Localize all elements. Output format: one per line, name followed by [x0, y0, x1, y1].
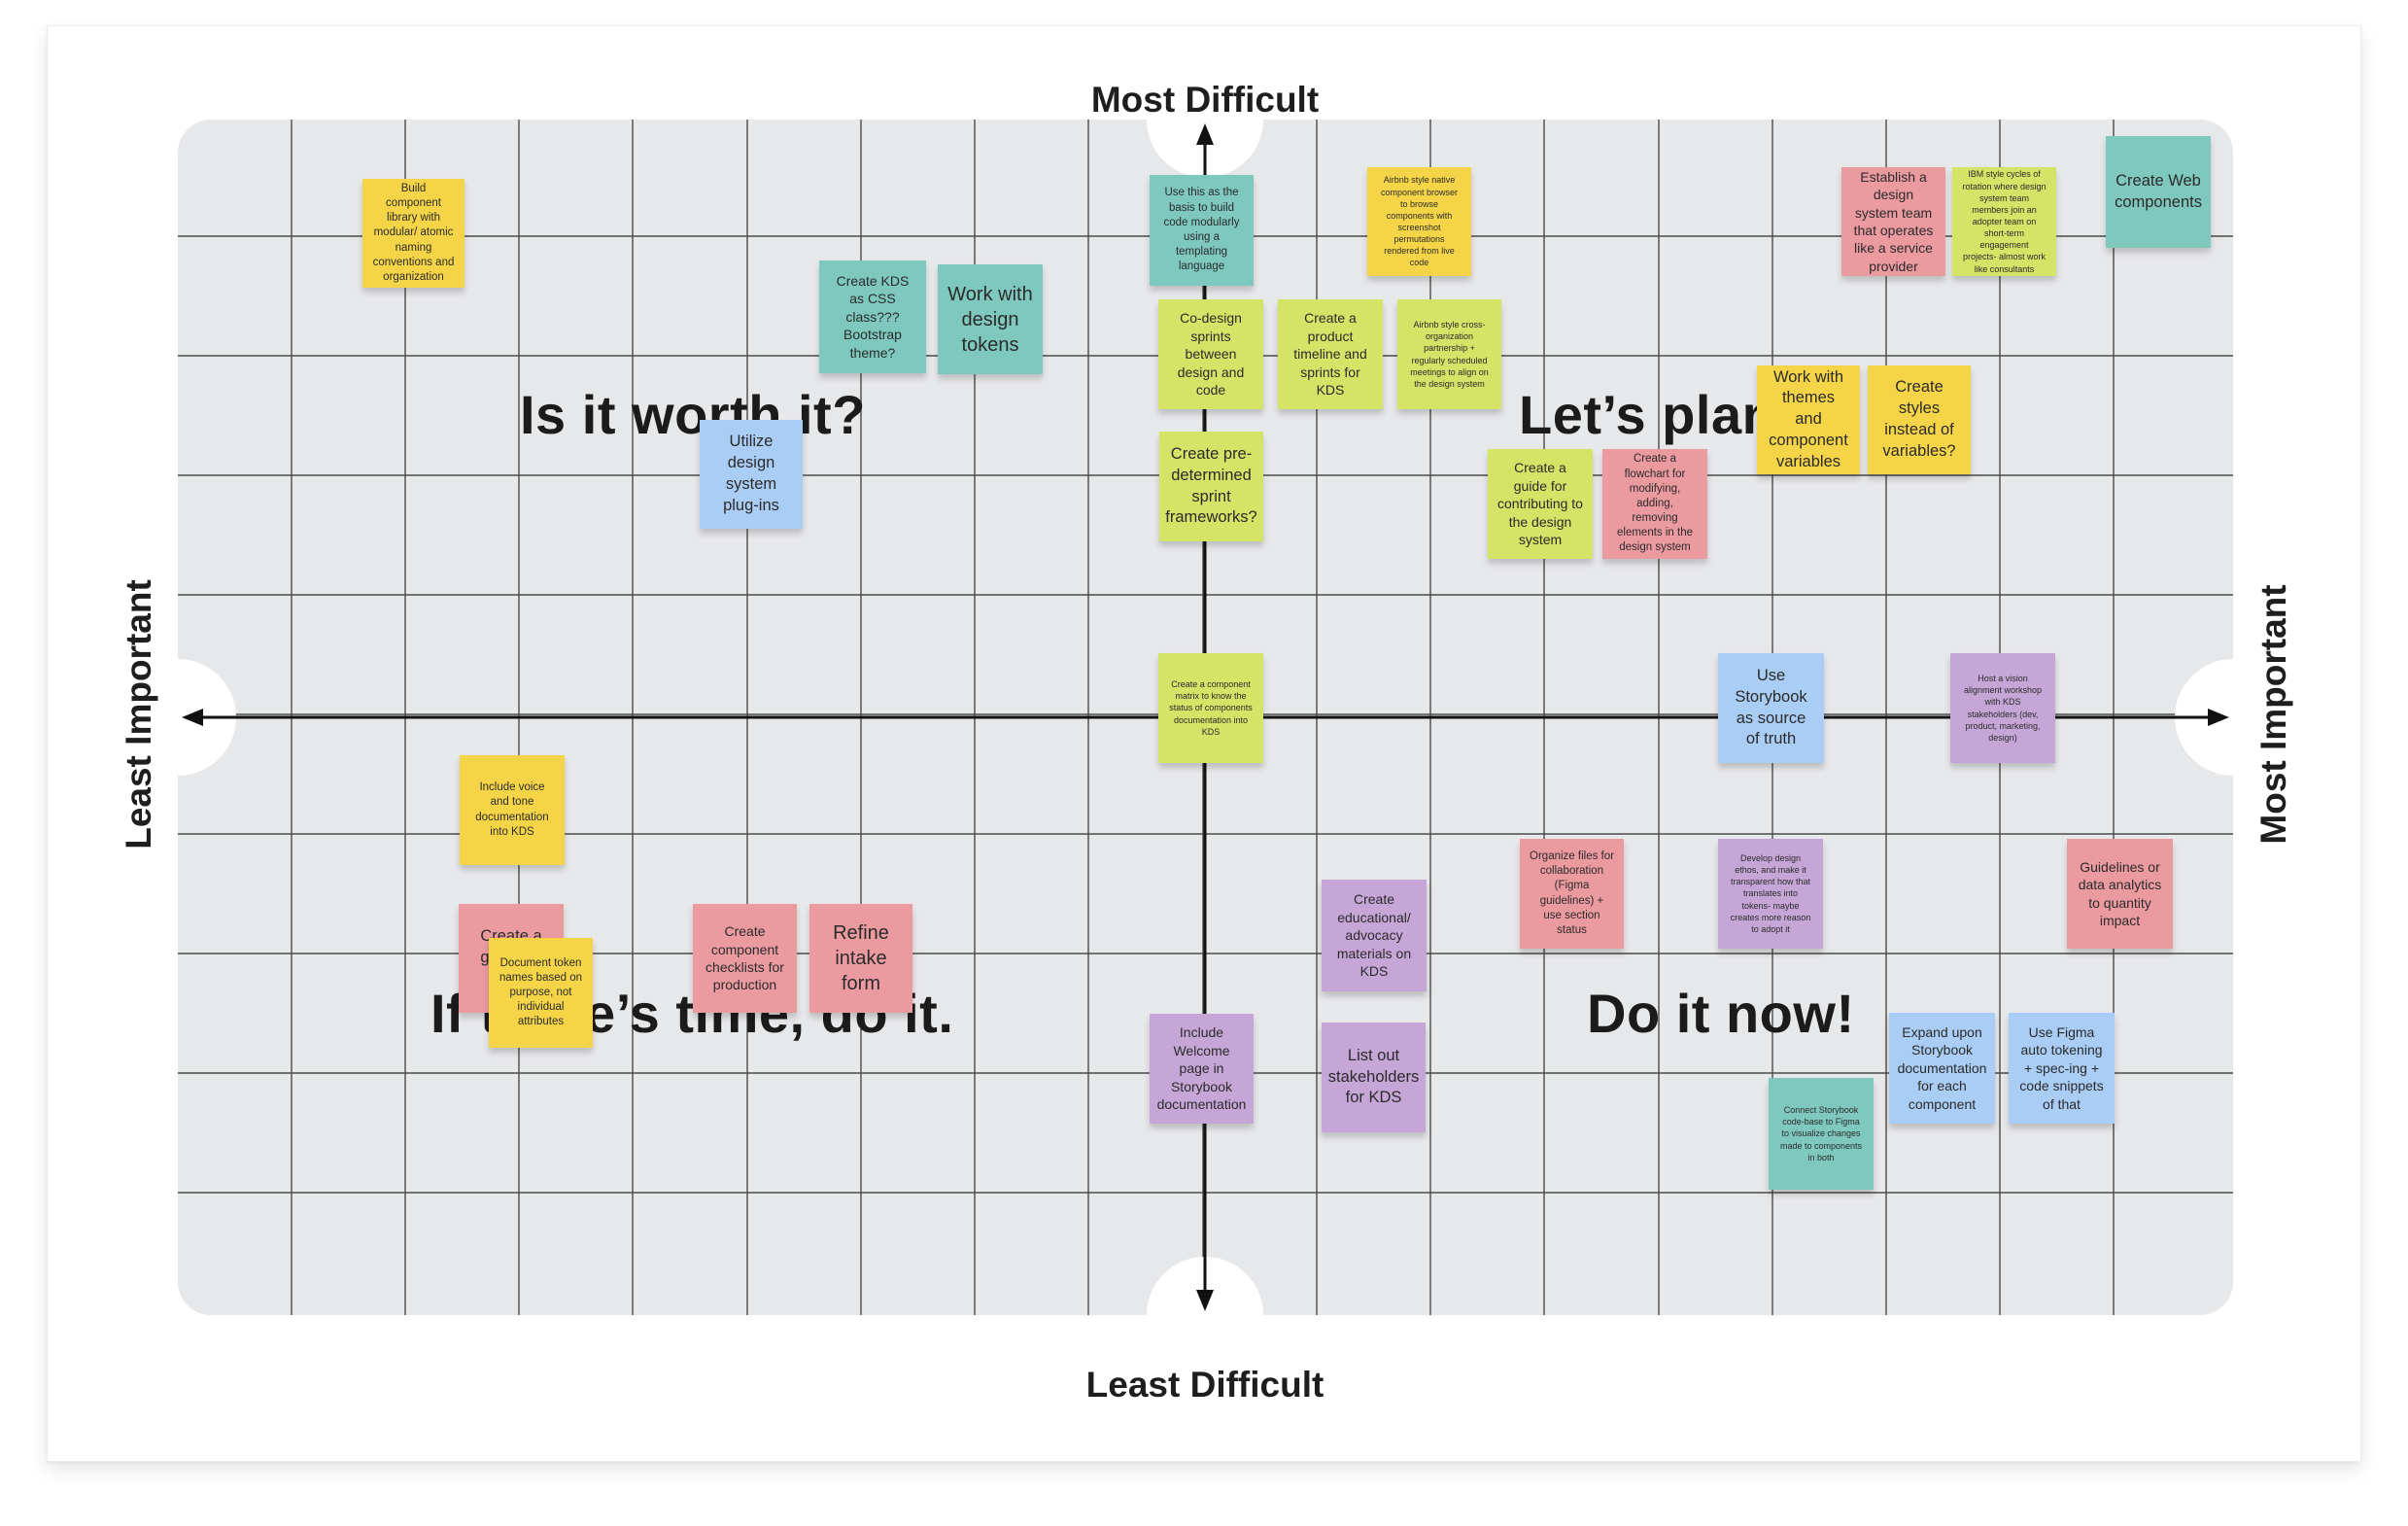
sticky-note-guidelines-data-analytics[interactable]: Guidelines or data analytics to quantity…: [2067, 839, 2173, 949]
arrow-left-icon: [182, 709, 203, 726]
sticky-note-airbnb-cross-org-partnership[interactable]: Airbnb style cross-organization partners…: [1397, 299, 1501, 409]
sticky-note-predetermined-sprint-frameworks[interactable]: Create pre-determined sprint frameworks?: [1159, 432, 1263, 541]
arrow-down-icon: [1196, 1290, 1214, 1311]
sticky-note-list-stakeholders[interactable]: List out stakeholders for KDS: [1322, 1023, 1426, 1132]
quadrant-title-do-it-now: Do it now!: [1587, 983, 1855, 1044]
sticky-note-work-with-design-tokens[interactable]: Work with design tokens: [938, 264, 1043, 374]
quadrant-title-lets-plan: Let’s plan: [1519, 384, 1764, 445]
sticky-note-airbnb-component-browser[interactable]: Airbnb style native component browser to…: [1367, 167, 1471, 276]
sticky-note-co-design-sprints[interactable]: Co-design sprints between design and cod…: [1158, 299, 1263, 409]
sticky-note-figma-auto-tokening[interactable]: Use Figma auto tokening + spec-ing + cod…: [2009, 1013, 2115, 1124]
sticky-note-establish-design-system-team[interactable]: Establish a design system team that oper…: [1841, 167, 1945, 276]
sticky-note-styles-instead-of-variables[interactable]: Create styles instead of variables?: [1868, 365, 1971, 474]
sticky-note-voice-tone-docs[interactable]: Include voice and tone documentation int…: [460, 755, 565, 865]
sticky-note-vision-alignment-workshop[interactable]: Host a vision alignment workshop with KD…: [1950, 653, 2055, 763]
sticky-note-organize-figma-files[interactable]: Organize files for collaboration (Figma …: [1520, 839, 1624, 949]
sticky-note-design-ethos[interactable]: Develop design ethos, and make it transp…: [1718, 839, 1823, 949]
sticky-note-ibm-rotation-cycles[interactable]: IBM style cycles of rotation where desig…: [1952, 167, 2056, 276]
sticky-note-component-checklists[interactable]: Create component checklists for producti…: [693, 904, 797, 1013]
sticky-note-use-as-basis-for-code[interactable]: Use this as the basis to build code modu…: [1150, 175, 1254, 286]
sticky-note-refine-intake-form[interactable]: Refine intake form: [809, 904, 912, 1013]
sticky-note-contributing-guide[interactable]: Create a guide for contributing to the d…: [1488, 449, 1593, 559]
axis-label-most-difficult: Most Difficult: [1090, 80, 1320, 120]
sticky-note-flowchart-modifying[interactable]: Create a flowchart for modifying, adding…: [1602, 449, 1707, 559]
arrow-up-icon: [1196, 123, 1214, 145]
sticky-note-utilize-design-system-plugins[interactable]: Utilize design system plug-ins: [700, 420, 803, 529]
sticky-note-connect-storybook-figma[interactable]: Connect Storybook code-base to Figma to …: [1769, 1078, 1874, 1190]
sticky-note-educational-materials[interactable]: Create educational/ advocacy materials o…: [1322, 880, 1427, 991]
sticky-note-create-web-components[interactable]: Create Web components: [2106, 136, 2211, 248]
sticky-note-welcome-page-storybook[interactable]: Include Welcome page in Storybook docume…: [1150, 1014, 1254, 1124]
sticky-note-expand-storybook-docs[interactable]: Expand upon Storybook documentation for …: [1889, 1013, 1995, 1124]
sticky-note-component-matrix[interactable]: Create a component matrix to know the st…: [1158, 653, 1263, 763]
axis-label-least-important: Least Important: [119, 579, 158, 850]
axis-label-least-difficult: Least Difficult: [1085, 1365, 1324, 1405]
sticky-note-create-kds-css-class[interactable]: Create KDS as CSS class??? Bootstrap the…: [819, 260, 926, 373]
arrow-right-icon: [2208, 709, 2229, 726]
sticky-note-storybook-source-of-truth[interactable]: Use Storybook as source of truth: [1718, 653, 1824, 763]
quadrant-title-is-it-worth-it: Is it worth it?: [520, 384, 866, 445]
sticky-note-product-timeline[interactable]: Create a product timeline and sprints fo…: [1278, 299, 1383, 409]
sticky-note-document-token-names[interactable]: Document token names based on purpose, n…: [489, 938, 593, 1048]
sticky-note-themes-component-variables[interactable]: Work with themes and component variables: [1757, 365, 1860, 474]
sticky-note-build-component-library[interactable]: Build component library with modular/ at…: [362, 179, 464, 288]
axis-label-most-important: Most Important: [2253, 584, 2293, 845]
